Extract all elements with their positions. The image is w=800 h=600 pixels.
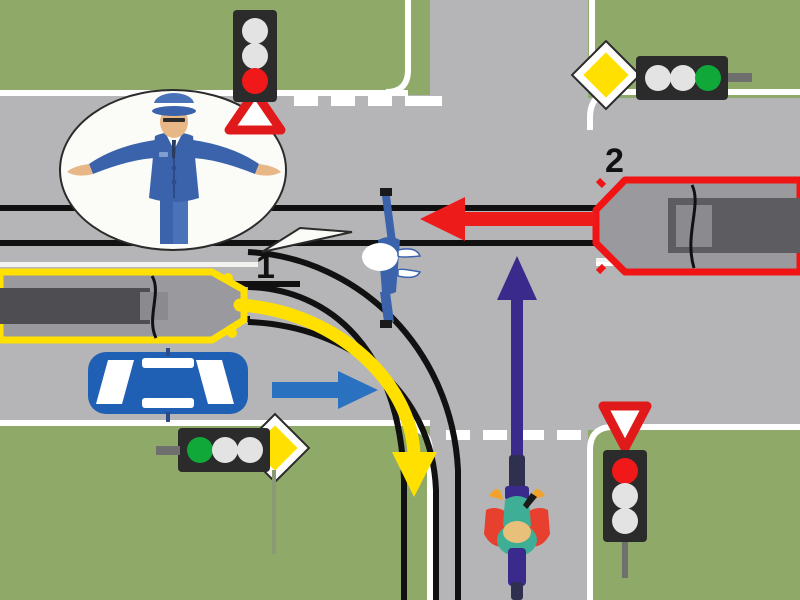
rider-hand <box>523 493 537 509</box>
give-way-line-bottom <box>446 430 581 440</box>
edge-line-vertical-top-left <box>385 0 411 95</box>
motorcycle-rear <box>508 548 526 586</box>
tram-2-mirror <box>595 177 607 275</box>
motorcycle-handlebar <box>505 486 529 500</box>
officer-arm-left <box>397 268 422 279</box>
lamp-middle-off <box>612 483 638 509</box>
rail-straight-upper <box>0 205 800 211</box>
officer-illu-button-2 <box>171 179 177 185</box>
officer-illu-button-1 <box>171 165 177 171</box>
lane-line-left-upper <box>0 262 258 267</box>
officer-illu-cap-brim <box>152 106 196 116</box>
rail-curve-inner <box>247 284 407 600</box>
officer-shoe-bottom <box>380 320 392 328</box>
officer-illu-arm-right <box>189 140 259 174</box>
lamp-bottom-off <box>612 508 638 534</box>
officer-illu-tie <box>172 140 176 158</box>
rider-helmet <box>503 521 531 543</box>
motorcycle-mirror-left <box>489 488 503 500</box>
priority-road-sign-top-right <box>570 39 642 111</box>
arrow-tram-1-path <box>233 298 437 497</box>
traffic-light-top-left <box>233 10 277 102</box>
arrow-tram-2-path <box>420 197 595 241</box>
traffic-light-arm-top-right <box>728 73 752 82</box>
tram-1-label: 1 <box>256 248 275 286</box>
rail-curve-outer-2 <box>247 249 461 600</box>
give-way-line-top <box>294 96 442 106</box>
officer-arm-right <box>397 248 422 258</box>
tram-1 <box>0 268 248 344</box>
officer-leg-top <box>382 196 396 242</box>
grass-top-left <box>0 0 430 95</box>
officer-illu-hand-right <box>255 164 281 176</box>
lamp-right-off <box>237 437 263 463</box>
lamp-middle-off <box>212 437 238 463</box>
lamp-middle-off <box>242 43 268 69</box>
bubble-tail <box>261 226 353 253</box>
lamp-bottom-red <box>242 68 268 94</box>
traffic-light-top-right <box>636 56 752 100</box>
officer-illu-sunglasses <box>163 118 185 122</box>
give-way-sign-bottom-right <box>598 401 652 453</box>
traffic-light-arm-bottom-left <box>156 446 180 455</box>
tram-2-wiper <box>689 184 697 269</box>
traffic-light-bottom-right <box>603 450 647 578</box>
officer-shoe-top <box>380 188 392 196</box>
lamp-right-green <box>695 65 721 91</box>
lamp-middle-off <box>670 65 696 91</box>
car-roof-line-top <box>142 358 194 368</box>
motorcycle <box>484 455 550 600</box>
tram-1-wiper <box>150 275 158 339</box>
tram-1-window <box>0 288 150 324</box>
arrow-car-path <box>272 371 378 409</box>
lamp-top-off <box>242 18 268 44</box>
tram-1-lamp-bottom <box>227 328 237 338</box>
traffic-light-bottom-left <box>156 428 270 472</box>
car-roof-line-bottom <box>142 398 194 408</box>
officer-leg-bottom <box>380 292 394 322</box>
motorcycle-rear-wheel <box>511 582 523 600</box>
officer-cap <box>362 243 398 271</box>
warning-triangle-sign-top-left <box>224 87 286 135</box>
tram-2-label: 2 <box>605 142 624 180</box>
officer-illustration <box>67 93 281 244</box>
officer-illu-arm-left <box>89 140 159 174</box>
car-window-rear <box>196 360 234 404</box>
officer-illu-leg-left <box>160 196 173 244</box>
motorcycle-front-wheel <box>509 455 525 493</box>
car-window-front <box>96 360 134 404</box>
tram-1-lamp-top <box>223 273 233 283</box>
sign-post-bottom-left <box>272 470 276 554</box>
traffic-light-post-bottom-right <box>622 542 628 578</box>
rail-straight-lower <box>0 240 800 246</box>
officer-illu-badge <box>159 152 168 157</box>
lamp-top-red <box>612 458 638 484</box>
blue-car <box>88 348 248 422</box>
grass-bottom-left <box>0 425 430 600</box>
grass-fillet-tl <box>405 70 430 95</box>
traffic-officer-in-road <box>362 188 422 328</box>
lamp-left-green <box>187 437 213 463</box>
edge-line-bottom-left <box>0 420 430 426</box>
officer-illu-hand-left <box>67 164 93 176</box>
tram-2 <box>592 176 800 276</box>
lamp-left-off <box>645 65 671 91</box>
